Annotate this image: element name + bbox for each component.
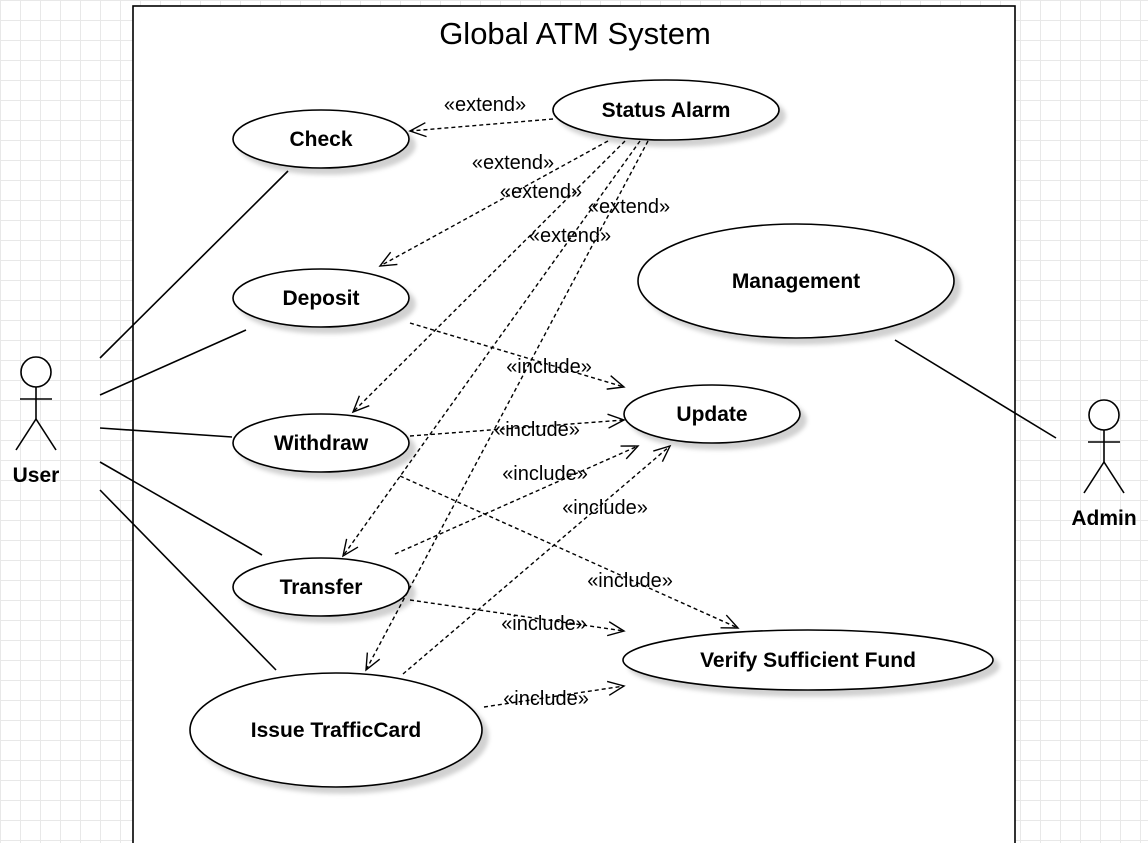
- extend-label: «extend»: [588, 196, 670, 218]
- extend-label: «extend»: [500, 181, 582, 203]
- open-arrowhead-icon: [378, 251, 398, 267]
- include-label: «include»: [503, 688, 589, 710]
- open-arrowhead-icon: [408, 122, 427, 138]
- open-arrowhead-icon: [606, 375, 626, 390]
- use-case-ellipse: [232, 109, 410, 169]
- open-arrowhead-icon: [341, 538, 359, 558]
- use-case-status-alarm[interactable]: Status Alarm: [552, 79, 780, 141]
- actor-label: Admin: [1071, 507, 1136, 530]
- use-case-management[interactable]: Management: [637, 223, 955, 339]
- actor-user[interactable]: User: [13, 356, 60, 487]
- use-case-ellipse: [623, 384, 801, 444]
- include-issue_card-verify_fund: [483, 680, 626, 708]
- use-case-ellipse: [232, 557, 410, 617]
- include-transfer-update: [394, 445, 640, 555]
- include-withdraw-verify_fund: [399, 475, 740, 629]
- extend-label: «extend»: [444, 94, 526, 116]
- use-case-transfer[interactable]: Transfer: [232, 557, 410, 617]
- open-arrowhead-icon: [365, 652, 381, 672]
- include-line: [394, 445, 639, 555]
- association-user-issue_card: [99, 489, 277, 671]
- use-case-label: Management: [732, 270, 860, 293]
- extend-status_alarm-deposit: [378, 140, 609, 267]
- association-admin-management: [894, 339, 1057, 439]
- use-case-withdraw[interactable]: Withdraw: [232, 413, 410, 473]
- stick-figure-icon: [15, 356, 57, 451]
- use-case-check[interactable]: Check: [232, 109, 410, 169]
- use-case-ellipse: [622, 629, 994, 691]
- include-line: [409, 599, 625, 632]
- use-case-label: Transfer: [280, 576, 363, 599]
- open-arrowhead-icon: [606, 680, 626, 696]
- open-arrowhead-icon: [606, 621, 626, 637]
- label-layer: «extend» «extend» «extend» «extend» «extend»…: [444, 94, 673, 710]
- extend-status_alarm-check: [408, 118, 554, 138]
- include-line: [402, 445, 671, 675]
- actor-admin[interactable]: Admin: [1071, 399, 1137, 530]
- open-arrowhead-icon: [620, 445, 640, 460]
- include-line: [399, 475, 739, 629]
- system-title: Global ATM System: [439, 16, 711, 51]
- extend-label: «extend»: [529, 225, 611, 247]
- use-case-verify-fund[interactable]: Verify Sufficient Fund: [622, 629, 994, 691]
- use-case-deposit[interactable]: Deposit: [232, 268, 410, 328]
- include-label: «include»: [587, 570, 673, 592]
- include-label: «include»: [501, 613, 587, 635]
- actor-label: User: [13, 464, 60, 487]
- association-user-transfer: [99, 461, 263, 556]
- use-case-ellipse: [232, 413, 410, 473]
- use-case-update[interactable]: Update: [623, 384, 801, 444]
- extend-status_alarm-transfer: [341, 140, 641, 558]
- use-case-label: Status Alarm: [602, 99, 731, 122]
- include-deposit-update: [409, 322, 626, 390]
- include-line: [483, 685, 625, 708]
- include-line: [409, 419, 625, 437]
- use-case-ellipse: [552, 79, 780, 141]
- use-case-ellipse: [637, 223, 955, 339]
- use-case-ellipse: [232, 268, 410, 328]
- extend-status_alarm-issue_card: [365, 140, 649, 672]
- extend-status_alarm-withdraw: [351, 140, 626, 414]
- extend-line: [379, 140, 609, 267]
- use-case-label: Verify Sufficient Fund: [700, 649, 916, 672]
- extend-line: [352, 140, 626, 413]
- include-label: «include»: [506, 356, 592, 378]
- open-arrowhead-icon: [720, 614, 740, 629]
- include-label: «include»: [562, 497, 648, 519]
- association-user-deposit: [99, 329, 247, 396]
- connector-layer: [99, 118, 1057, 708]
- association-user-check: [99, 170, 289, 359]
- extend-line: [409, 118, 554, 132]
- include-issue_card-update: [402, 444, 672, 675]
- include-transfer-verify_fund: [409, 599, 626, 637]
- use-case-label: Update: [676, 403, 747, 426]
- use-case-label: Issue TrafficCard: [251, 719, 421, 742]
- extend-label: «extend»: [472, 152, 554, 174]
- use-case-ellipse: [189, 672, 483, 788]
- open-arrowhead-icon: [351, 395, 370, 414]
- open-arrowhead-icon: [653, 444, 672, 463]
- stick-figure-icon: [1083, 399, 1125, 494]
- use-case-issue-card[interactable]: Issue TrafficCard: [189, 672, 483, 788]
- extend-line: [365, 140, 649, 671]
- include-label: «include»: [502, 463, 588, 485]
- include-label: «include»: [494, 419, 580, 441]
- association-user-withdraw: [99, 427, 233, 438]
- include-line: [409, 322, 625, 388]
- use-case-label: Deposit: [282, 287, 359, 310]
- use-case-label: Check: [289, 128, 352, 151]
- include-withdraw-update: [409, 413, 626, 437]
- open-arrowhead-icon: [607, 413, 626, 429]
- use-case-label: Withdraw: [274, 432, 369, 455]
- extend-line: [342, 140, 641, 557]
